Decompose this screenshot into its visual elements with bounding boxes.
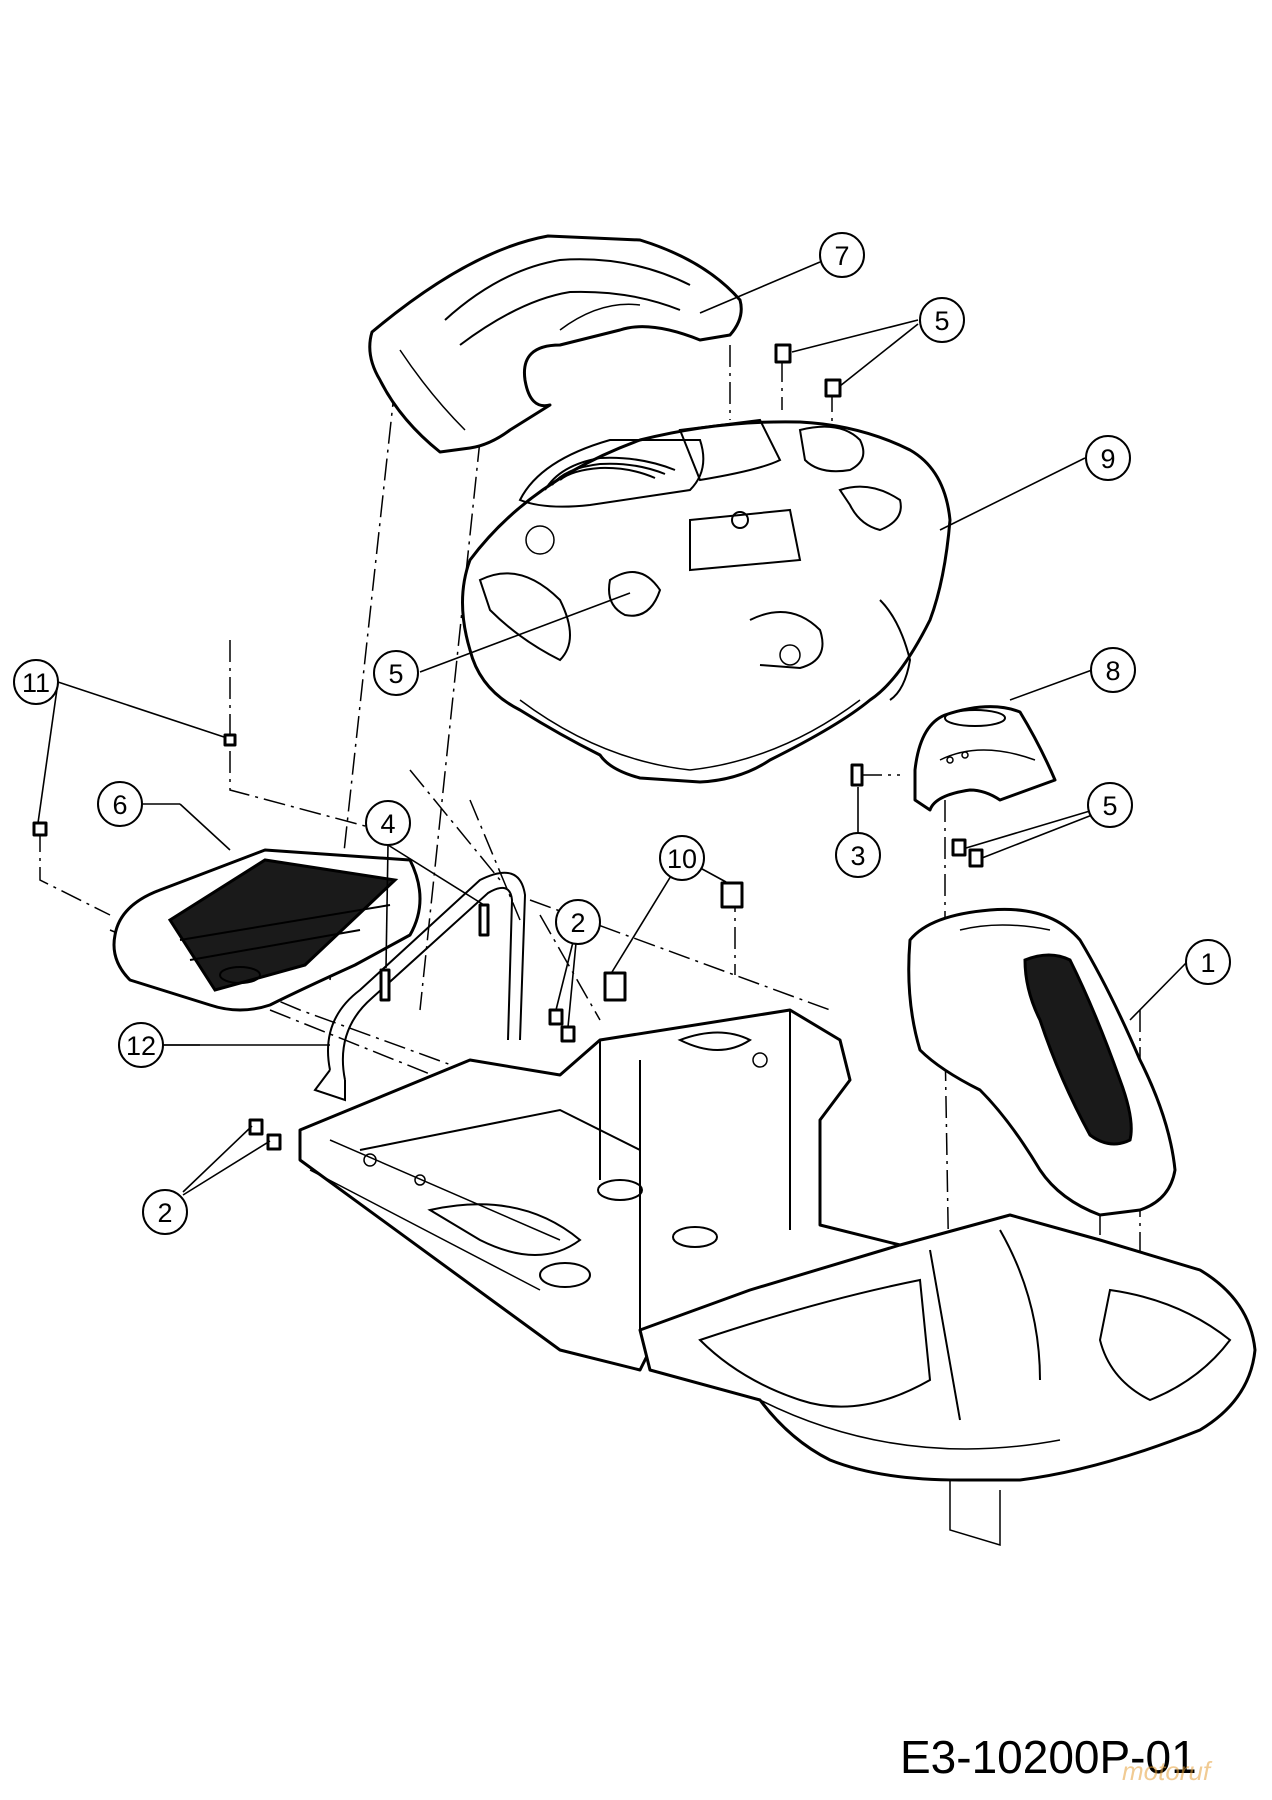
chassis-frame [298,1008,902,1372]
svg-text:1: 1 [1200,948,1215,978]
svg-text:6: 6 [112,790,127,820]
part-9-hood [461,418,952,784]
svg-text:11: 11 [22,668,50,698]
svg-text:5: 5 [388,659,403,689]
callout-6: 6 [97,781,143,827]
clip-2-upper-right-icon [560,1025,576,1043]
callout-8: 8 [1090,647,1136,693]
callout-2-lower: 2 [142,1189,188,1235]
callout-7: 7 [819,232,865,278]
callout-5-hood: 5 [373,650,419,696]
callout-2-upper: 2 [555,899,601,945]
callout-11: 11 [13,659,59,705]
bushing-10-left-icon [603,971,627,1002]
screw-3-icon [850,763,864,787]
hardware [32,343,984,1151]
callout-10: 10 [659,835,705,881]
svg-text:8: 8 [1105,656,1120,686]
clip-5-top-left-icon [774,343,792,364]
clip-2-upper-left-icon [548,1008,564,1026]
screw-4-left-icon [379,968,391,1002]
part-7-top-cover [368,234,743,454]
svg-text:10: 10 [667,844,697,874]
screw-11-upper-icon [223,733,237,747]
callout-12: 12 [118,1022,164,1068]
svg-text:2: 2 [157,1198,172,1228]
callout-1: 1 [1185,939,1231,985]
base-shell [638,1213,1257,1547]
svg-text:4: 4 [380,809,395,839]
callout-5-top: 5 [919,297,965,343]
svg-text:12: 12 [126,1031,156,1061]
svg-text:7: 7 [834,241,849,271]
clip-2-lower-left-icon [248,1118,264,1136]
drawing-code: E3-10200P-01 [900,1731,1197,1783]
bushing-10-right-icon [720,881,744,909]
screw-11-lower-icon [32,821,48,837]
callout-3: 3 [835,832,881,878]
callouts: 7 5 9 5 8 11 6 4 [13,232,1231,1235]
svg-text:9: 9 [1100,444,1115,474]
svg-text:5: 5 [934,306,949,336]
clip-5-top-right-icon [824,378,842,398]
callout-9: 9 [1085,435,1131,481]
screw-4-right-icon [478,903,490,937]
callout-5-dash: 5 [1087,782,1133,828]
part-6-floor-mat [112,848,422,1012]
callout-4: 4 [365,800,411,846]
svg-text:2: 2 [570,908,585,938]
watermark-logo: motoruf [1122,1756,1211,1786]
clip-2-lower-right-icon [266,1133,282,1151]
svg-text:5: 5 [1102,791,1117,821]
clip-5-dash-right-icon [968,848,984,868]
part-12-bracket [313,871,527,1102]
part-8-dash-cover [913,705,1057,812]
part-1-fender [907,907,1177,1235]
clip-5-dash-left-icon [951,838,967,857]
svg-text:3: 3 [850,841,865,871]
